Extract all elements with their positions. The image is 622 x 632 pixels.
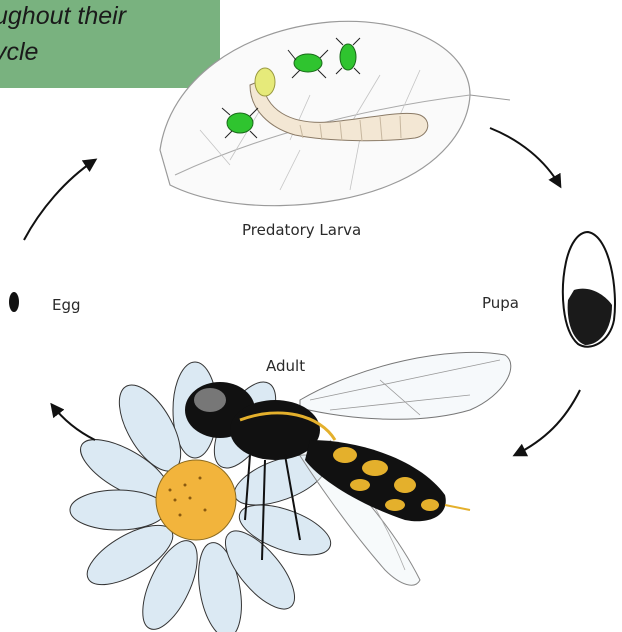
arrow-larva-to-pupa: [490, 128, 560, 186]
leaf-illustration: [160, 21, 510, 205]
pupa-illustration: [563, 232, 615, 347]
label-adult: Adult: [266, 357, 305, 375]
arrow-egg-to-larva: [24, 160, 95, 240]
label-predatory-larva: Predatory Larva: [242, 221, 361, 239]
label-pupa: Pupa: [482, 294, 519, 312]
arrow-adult-to-egg: [52, 405, 95, 440]
egg-illustration: [9, 292, 19, 312]
arrow-pupa-to-adult: [515, 390, 580, 455]
label-egg: Egg: [52, 296, 81, 314]
